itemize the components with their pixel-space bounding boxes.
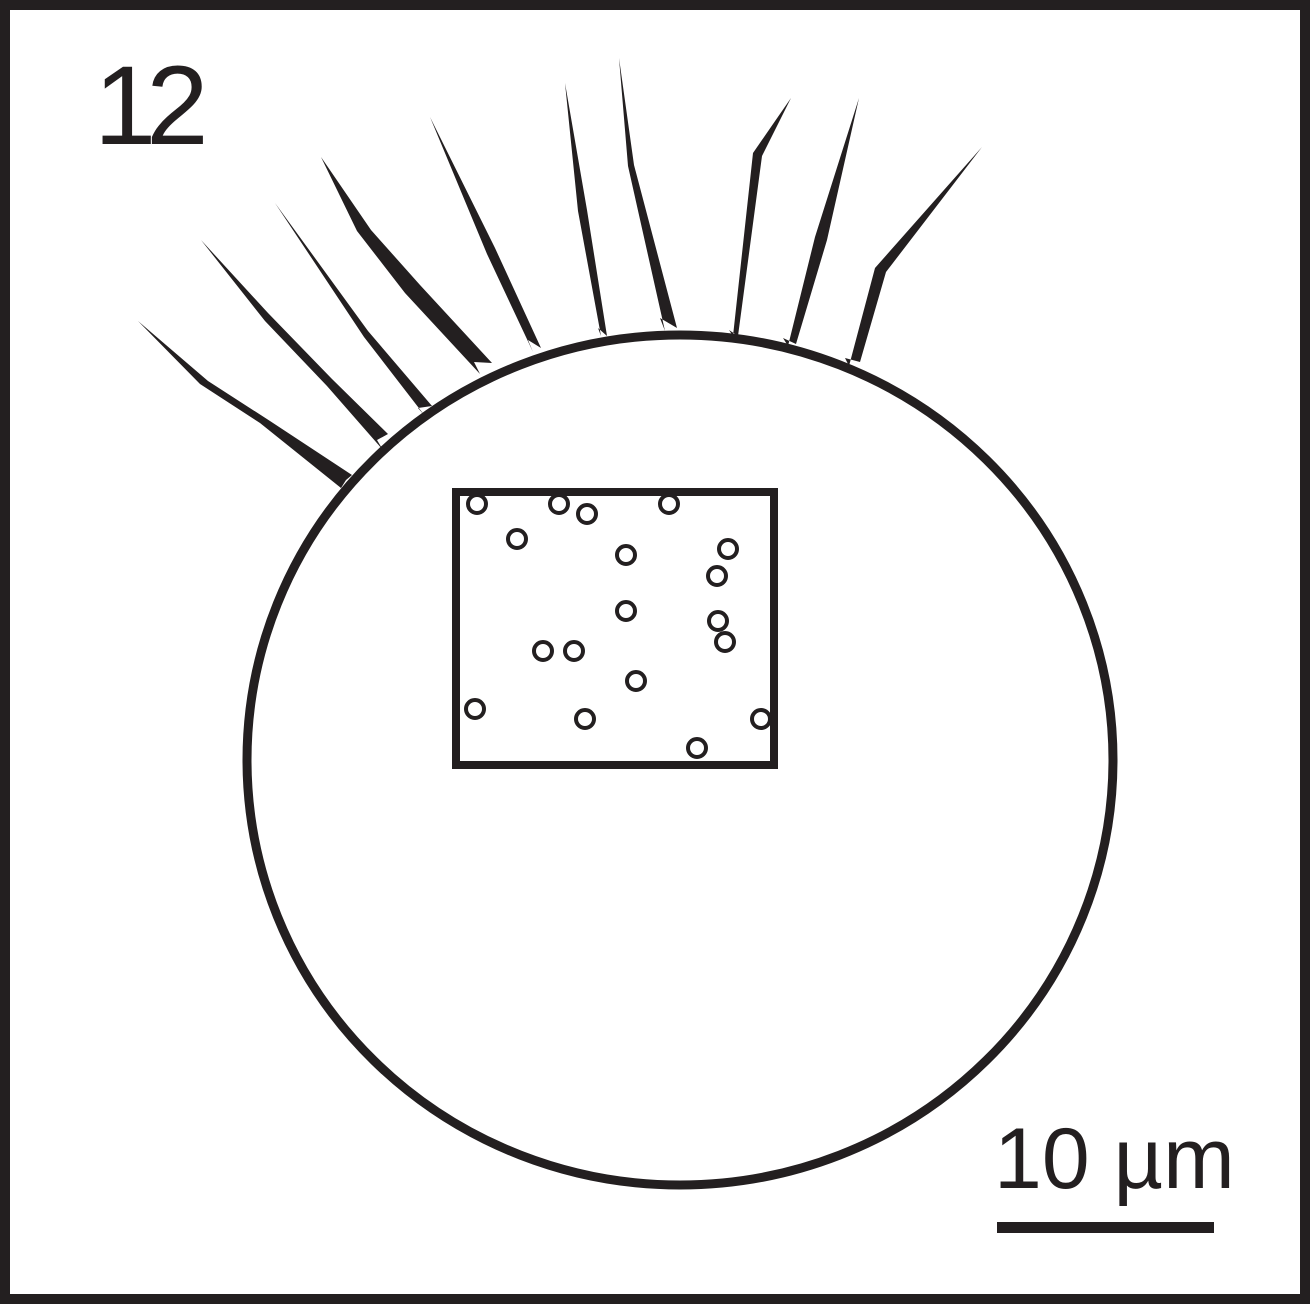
granule <box>750 708 772 730</box>
scale-bar-label: 10 µm <box>994 1111 1235 1207</box>
inset-box <box>452 488 778 769</box>
granule <box>576 503 598 525</box>
cell-diagram <box>138 58 1118 1190</box>
granule <box>563 640 585 662</box>
granule <box>615 544 637 566</box>
granule <box>615 600 637 622</box>
spines <box>138 58 982 488</box>
spine <box>619 58 677 331</box>
spine <box>138 321 352 488</box>
spine <box>845 147 982 366</box>
granule <box>574 708 596 730</box>
granule <box>548 493 570 515</box>
spine <box>565 83 607 336</box>
granules <box>464 493 772 759</box>
granule <box>532 640 554 662</box>
scale-bar <box>997 1222 1214 1233</box>
spine <box>430 117 541 352</box>
spine <box>729 98 791 336</box>
spine <box>783 98 859 346</box>
granule <box>464 698 486 720</box>
granule <box>625 670 647 692</box>
granule <box>717 538 739 560</box>
granule <box>706 565 728 587</box>
spine <box>275 203 432 416</box>
panel-number: 12 <box>94 43 209 168</box>
granule <box>686 737 708 759</box>
spine <box>321 157 492 374</box>
spine <box>201 240 388 450</box>
granule <box>714 631 736 653</box>
granule <box>466 493 488 515</box>
granule <box>658 493 680 515</box>
granule <box>707 610 729 632</box>
granule <box>506 528 528 550</box>
